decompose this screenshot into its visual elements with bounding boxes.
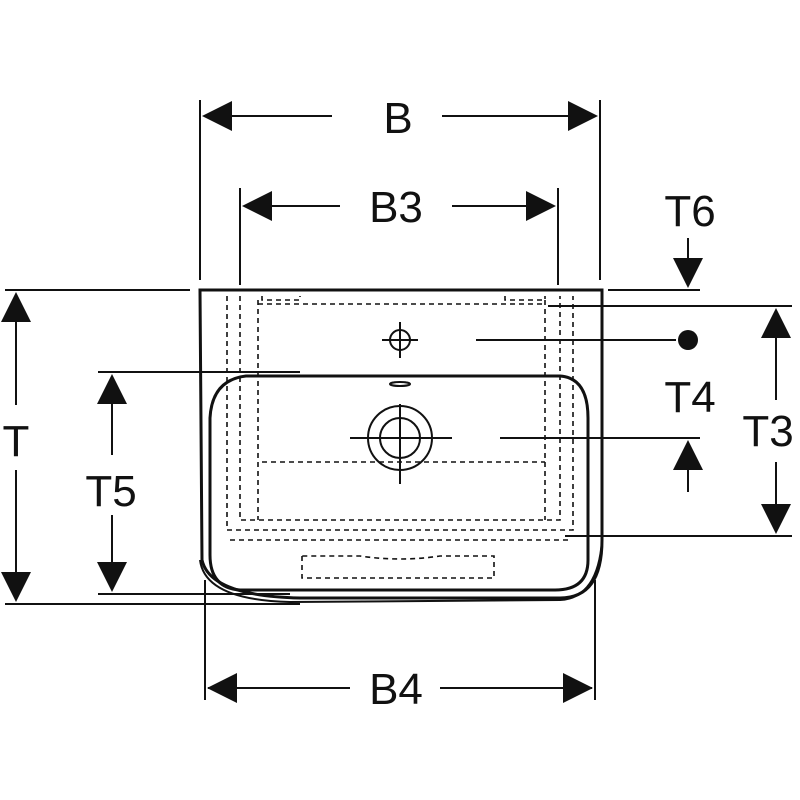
dim-b-label: B: [383, 94, 412, 143]
dim-b-arrow-right: [568, 101, 598, 131]
dim-t6-label: T6: [664, 187, 715, 236]
dimension-b4: B4: [207, 665, 593, 714]
dim-t-arrow-bottom: [1, 572, 31, 602]
hidden-overflow-slot: [301, 555, 495, 579]
dimension-b3: B3: [242, 183, 556, 232]
dimension-b: B: [202, 94, 598, 143]
hidden-outer-left-right: [226, 296, 574, 531]
dim-t3-arrow-top: [761, 308, 791, 338]
hidden-inner-walls: [239, 296, 561, 521]
dim-t3-arrow-bottom: [761, 504, 791, 534]
extension-lines: [5, 100, 792, 700]
dim-t-label: T: [3, 417, 30, 466]
dimension-t3: T3: [742, 308, 794, 534]
dim-b4-arrow-right: [563, 673, 593, 703]
basin-body: [198, 288, 604, 604]
basin-inner-bowl: [208, 374, 590, 592]
tap-reference-dot: [678, 330, 698, 350]
overflow-hole: [389, 381, 411, 387]
dim-b4-label: B4: [369, 665, 423, 714]
tap-hole: [382, 322, 418, 358]
dimension-t5: T5: [85, 374, 137, 592]
basin-outer-outline: [198, 288, 604, 600]
dim-t3-label: T3: [742, 407, 793, 456]
dim-t5-label: T5: [85, 467, 136, 516]
hidden-left-bracket: [261, 296, 301, 301]
basin-front-rim: [199, 539, 603, 604]
dim-t6-arrow: [673, 258, 703, 288]
dim-t5-arrow-bottom: [97, 562, 127, 592]
dimension-t: T: [1, 292, 31, 602]
hidden-lines: [226, 296, 574, 579]
dimension-t6: T6: [664, 187, 716, 288]
dim-t4-arrow: [673, 440, 703, 470]
dim-b3-label: B3: [369, 183, 423, 232]
dim-t5-arrow-top: [97, 374, 127, 404]
drain: [350, 404, 452, 484]
hidden-right-bracket: [504, 296, 546, 301]
dim-b3-arrow-left: [242, 191, 272, 221]
dim-b-arrow-left: [202, 101, 232, 131]
dim-b4-arrow-left: [207, 673, 237, 703]
dim-t4-label: T4: [664, 373, 715, 422]
dimension-t4: T4: [664, 373, 716, 492]
dim-b3-arrow-right: [526, 191, 556, 221]
dim-t-arrow-top: [1, 292, 31, 322]
